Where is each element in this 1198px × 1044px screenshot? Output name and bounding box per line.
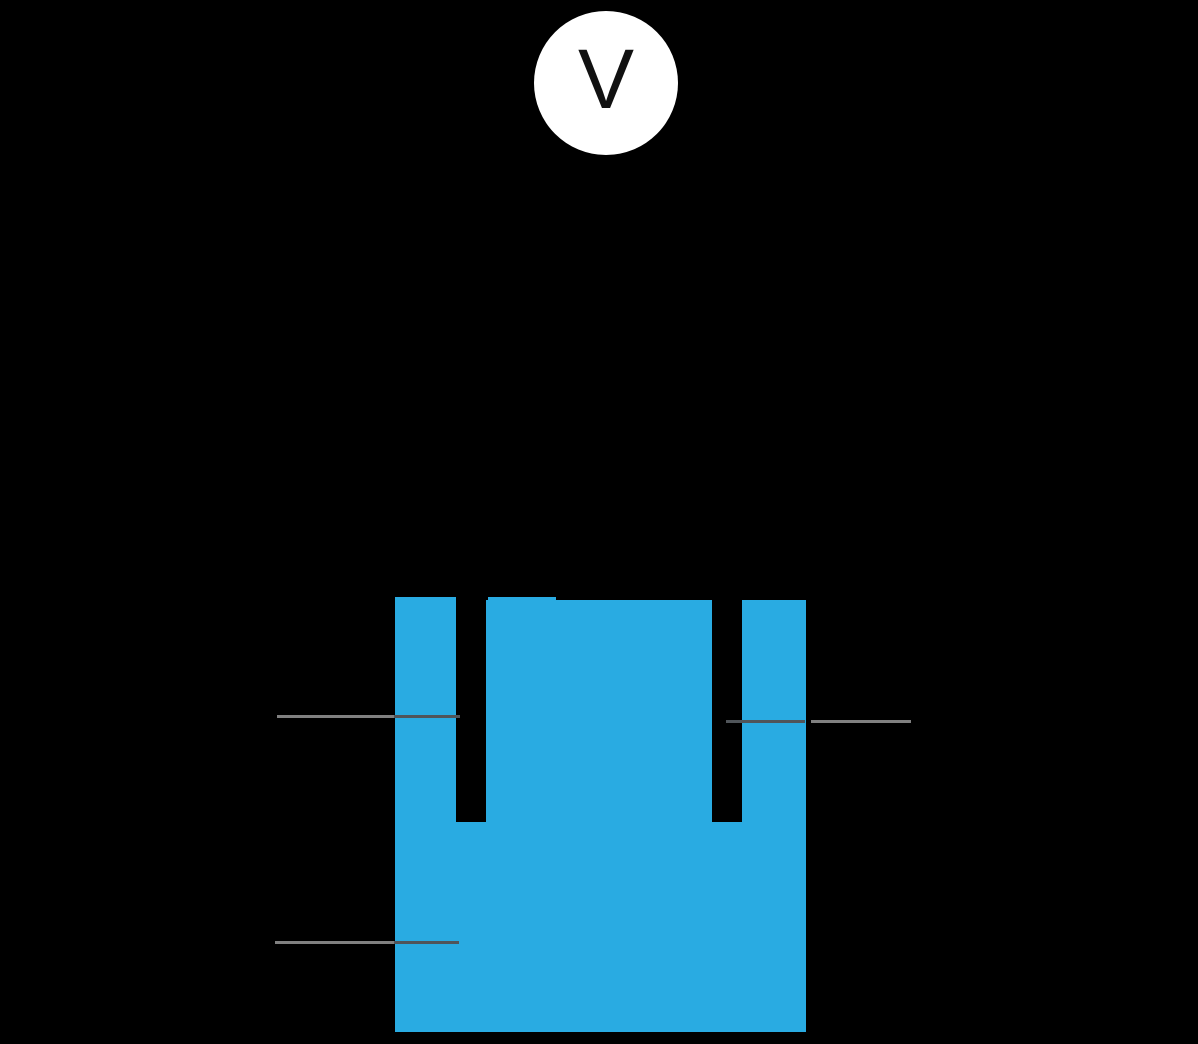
voltmeter: V: [534, 11, 678, 155]
left-electrode: [456, 540, 486, 822]
leader-line-solution-tip: [394, 941, 459, 944]
leader-line-left-electrode-tip: [394, 715, 460, 718]
wire-left: [469, 137, 578, 600]
wire-right: [634, 137, 729, 600]
leader-line-right-electrode-segment: [811, 720, 911, 723]
solution-surface-middle: [488, 597, 556, 602]
leader-line-solution-segment: [275, 941, 394, 944]
leader-line-left-electrode-segment: [277, 715, 394, 718]
solution-surface-left: [395, 597, 457, 602]
leader-line-right-electrode-tip: [726, 720, 805, 723]
right-electrode: [712, 540, 742, 822]
voltmeter-symbol: V: [577, 32, 635, 126]
